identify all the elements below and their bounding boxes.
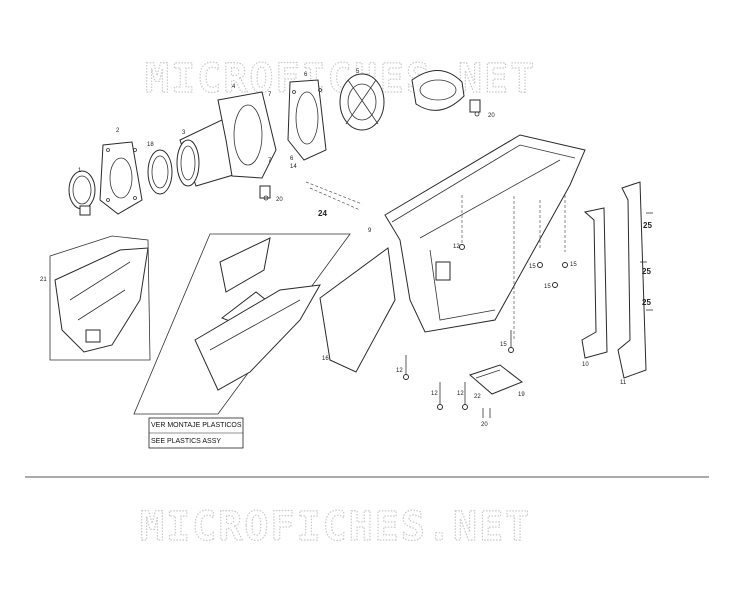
callout-25-b: 25: [642, 267, 651, 276]
callout-12-a: 12: [453, 244, 460, 250]
plate-part-19: [469, 364, 523, 395]
flange-part-4: [217, 91, 277, 179]
callout-6b: 6: [290, 156, 294, 162]
callout-3: 3: [182, 130, 186, 136]
callout-16: 16: [322, 356, 329, 362]
boot-plate-part-2: [99, 141, 143, 215]
callout-1: 1: [78, 168, 82, 174]
callout-7: 7: [268, 92, 272, 98]
clamp-part-1: [68, 170, 96, 216]
callout-12-c: 12: [431, 391, 438, 397]
note-box-line1: VER MONTAJE PLASTICOS: [151, 422, 242, 429]
bolt-15-set: [508, 262, 568, 353]
callout-12-d: 12: [457, 391, 464, 397]
note-box: VER MONTAJE PLASTICOS SEE PLASTICS ASSY: [148, 417, 244, 449]
clip-part-20: [259, 185, 271, 201]
callout-20-a: 20: [276, 197, 283, 203]
bolt-12-mid: [437, 382, 443, 410]
screws-part-20: [482, 408, 491, 418]
watermark-bottom: MICROFICHES.NET: [140, 504, 531, 550]
callout-5: 5: [356, 69, 360, 75]
callout-25-a: 25: [643, 221, 652, 230]
airbox-part-9: [384, 134, 586, 340]
callout-15-a: 15: [529, 264, 536, 270]
callout-22: 22: [474, 394, 481, 400]
callout-4: 4: [232, 84, 236, 90]
callout-20-c: 20: [481, 422, 488, 428]
callout-9: 9: [368, 228, 372, 234]
inset-part-21: [49, 235, 151, 361]
callout-14: 14: [290, 164, 297, 170]
callout-24: 24: [318, 209, 327, 218]
airbox-plate-part-14: [287, 79, 327, 161]
callout-10: 10: [582, 362, 589, 368]
callout-15-c: 15: [544, 284, 551, 290]
callout-15-d: 15: [500, 342, 507, 348]
callout-21: 21: [40, 277, 47, 283]
air-filter-part-8: [411, 70, 465, 111]
clip-part-20-top: [469, 99, 481, 117]
plastics-assy-inset: [133, 233, 351, 415]
side-strip-part-11: [617, 181, 647, 379]
note-box-line2: SEE PLASTICS ASSY: [151, 438, 221, 445]
callout-20-b: 20: [488, 113, 495, 119]
callout-18: 18: [147, 142, 154, 148]
screws-part-25: [640, 212, 653, 311]
watermark-top: MICROFICHES.NET: [145, 56, 536, 102]
ring-part-18: [147, 149, 173, 195]
callout-6: 6: [304, 72, 308, 78]
callout-12-b: 12: [396, 368, 403, 374]
bolt-12-upper: [459, 195, 465, 250]
callout-11: 11: [620, 380, 627, 386]
bolt-12-right: [462, 382, 468, 410]
filter-cage-part-5: [339, 73, 385, 131]
callout-2: 2: [116, 128, 120, 134]
callout-15-b: 15: [570, 262, 577, 268]
side-strip-part-10: [581, 207, 608, 359]
callout-7b: 7: [268, 158, 272, 164]
callout-25-c: 25: [642, 298, 651, 307]
callout-19: 19: [518, 392, 525, 398]
strap-part-24: [305, 181, 363, 211]
bolt-12-left: [403, 355, 409, 380]
side-panel-part-16: [319, 247, 396, 373]
